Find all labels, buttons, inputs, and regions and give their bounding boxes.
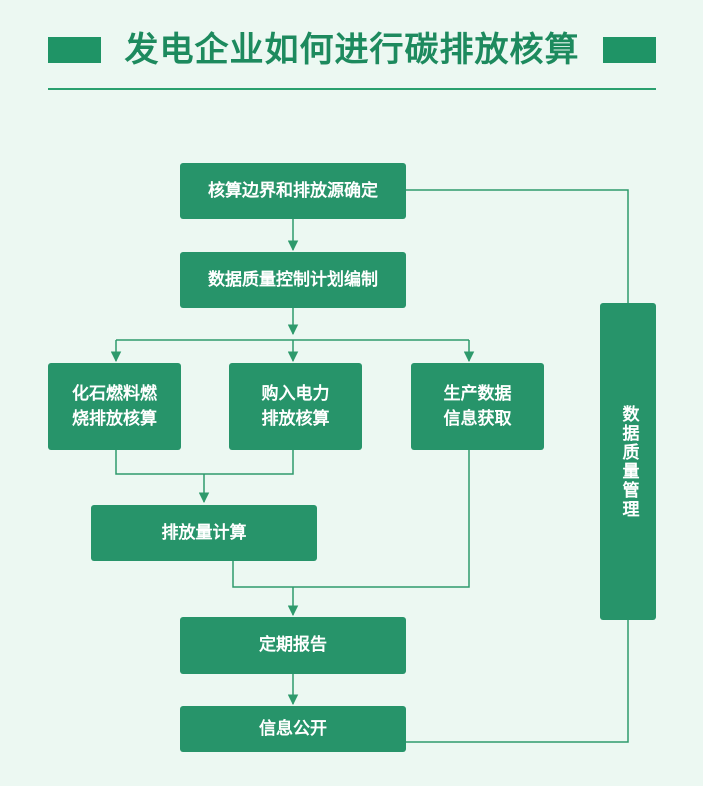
merge-fossil-purchased xyxy=(115,450,294,475)
step-report-box: 定期报告 xyxy=(180,617,406,674)
step-production-data-box: 生产数据 信息获取 xyxy=(411,363,544,450)
title-left-bar xyxy=(48,37,101,63)
page-title: 发电企业如何进行碳排放核算 xyxy=(124,30,580,70)
quality-management-box: 数据质量管理 xyxy=(600,303,656,620)
title-right-bar xyxy=(603,37,656,63)
step-purchased-power-box: 购入电力 排放核算 xyxy=(229,363,362,450)
title-divider xyxy=(48,88,656,90)
title-banner: 发电企业如何进行碳排放核算 xyxy=(0,24,703,76)
step-fossil-fuel-box: 化石燃料燃 烧排放核算 xyxy=(48,363,181,450)
step-emission-calc-box: 排放量计算 xyxy=(91,505,317,561)
loop-boundary-to-mgmt xyxy=(406,189,629,303)
step-disclosure-box: 信息公开 xyxy=(180,706,406,752)
loop-mgmt-to-disclosure xyxy=(406,620,629,743)
step-boundary-box: 核算边界和排放源确定 xyxy=(180,163,406,219)
step-quality-plan-box: 数据质量控制计划编制 xyxy=(180,252,406,308)
merge-calc-production xyxy=(232,450,470,588)
